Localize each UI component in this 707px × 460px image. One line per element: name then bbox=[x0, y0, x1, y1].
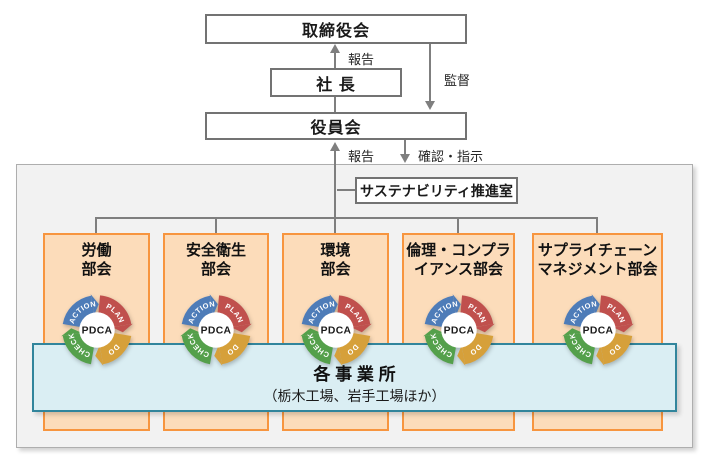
committee-name-line2: 部会 bbox=[320, 260, 351, 278]
committee-name-line1: 倫理・コンプラ bbox=[406, 242, 511, 259]
office-connector-line bbox=[337, 189, 355, 191]
board-of-directors-label: 取締役会 bbox=[301, 23, 370, 40]
pdca-center-label: PDCA bbox=[320, 325, 351, 336]
confirm-instruct-label: 確認・指示 bbox=[418, 149, 484, 164]
supervision-arrow-line bbox=[429, 44, 431, 102]
pdca-cycle-icon: PDCA PLAN DO CHECK ACTION bbox=[60, 293, 133, 366]
committee-name-line1: 環境 bbox=[320, 242, 351, 259]
trunk-line bbox=[334, 150, 336, 218]
committee-name-line1: 労働 bbox=[81, 242, 112, 259]
president-box: 社 長 bbox=[270, 68, 402, 97]
stub-line-2 bbox=[215, 217, 217, 233]
president-label: 社 長 bbox=[316, 76, 356, 94]
committee-name-line2: マネジメント部会 bbox=[537, 260, 658, 278]
stub-line-4 bbox=[457, 217, 459, 233]
business-sites-title: 各 事 業 所 bbox=[313, 365, 396, 384]
committee-name-line2: イアンス部会 bbox=[413, 260, 504, 278]
committee-name: 環境 部会 bbox=[284, 235, 387, 280]
stub-line-1 bbox=[95, 217, 97, 233]
pdca-center-label: PDCA bbox=[443, 325, 474, 336]
confirm-arrowhead-down bbox=[400, 154, 410, 163]
committee-name-line2: 部会 bbox=[81, 260, 112, 278]
pdca-cycle-icon: PDCA PLAN DO CHECK ACTION bbox=[422, 293, 495, 366]
report-arrow-line bbox=[334, 52, 336, 68]
pdca-cycle-icon: PDCA PLAN DO CHECK ACTION bbox=[561, 293, 634, 366]
stub-line-5 bbox=[596, 217, 598, 233]
committee-name: サプライチェーン マネジメント部会 bbox=[534, 235, 661, 280]
pdca-center-label: PDCA bbox=[582, 325, 613, 336]
executive-committee-label: 役員会 bbox=[310, 120, 362, 137]
committee-name: 労働 部会 bbox=[45, 235, 148, 280]
stub-line-3 bbox=[334, 217, 336, 233]
pdca-cycle-icon: PDCA PLAN DO CHECK ACTION bbox=[299, 293, 372, 366]
committee-name-line2: 部会 bbox=[200, 260, 231, 278]
pdca-cycle-icon: PDCA PLAN DO CHECK ACTION bbox=[180, 293, 252, 366]
board-of-directors-box: 取締役会 bbox=[205, 14, 467, 44]
committee-card-labor: 労働 部会 PDCA PLAN DO CHECK ACTION bbox=[43, 233, 150, 431]
pdca-center-label: PDCA bbox=[81, 325, 112, 336]
supervision-label: 監督 bbox=[444, 73, 471, 88]
confirm-arrow-line bbox=[404, 140, 406, 155]
sustainability-office-label: サステナビリティ推進室 bbox=[360, 182, 513, 199]
committee-name: 倫理・コンプラ イアンス部会 bbox=[404, 235, 513, 280]
business-sites-subtitle: （栃木工場、岩手工場ほか） bbox=[263, 388, 446, 404]
report-label-top: 報告 bbox=[348, 52, 375, 67]
president-executive-connector bbox=[334, 97, 336, 112]
distribution-line bbox=[95, 217, 598, 219]
report-arrowhead-up bbox=[330, 44, 340, 53]
supervision-arrowhead-down bbox=[425, 101, 435, 110]
committee-name-line1: 安全衛生 bbox=[185, 242, 246, 259]
report-label-bottom: 報告 bbox=[348, 149, 375, 164]
sustainability-office-box: サステナビリティ推進室 bbox=[355, 177, 518, 204]
executive-committee-box: 役員会 bbox=[205, 112, 467, 140]
report-arrowhead-up-2 bbox=[330, 142, 340, 151]
committee-name: 安全衛生 部会 bbox=[165, 235, 267, 280]
committee-name-line1: サプライチェーン bbox=[537, 242, 658, 259]
pdca-center-label: PDCA bbox=[201, 325, 232, 336]
